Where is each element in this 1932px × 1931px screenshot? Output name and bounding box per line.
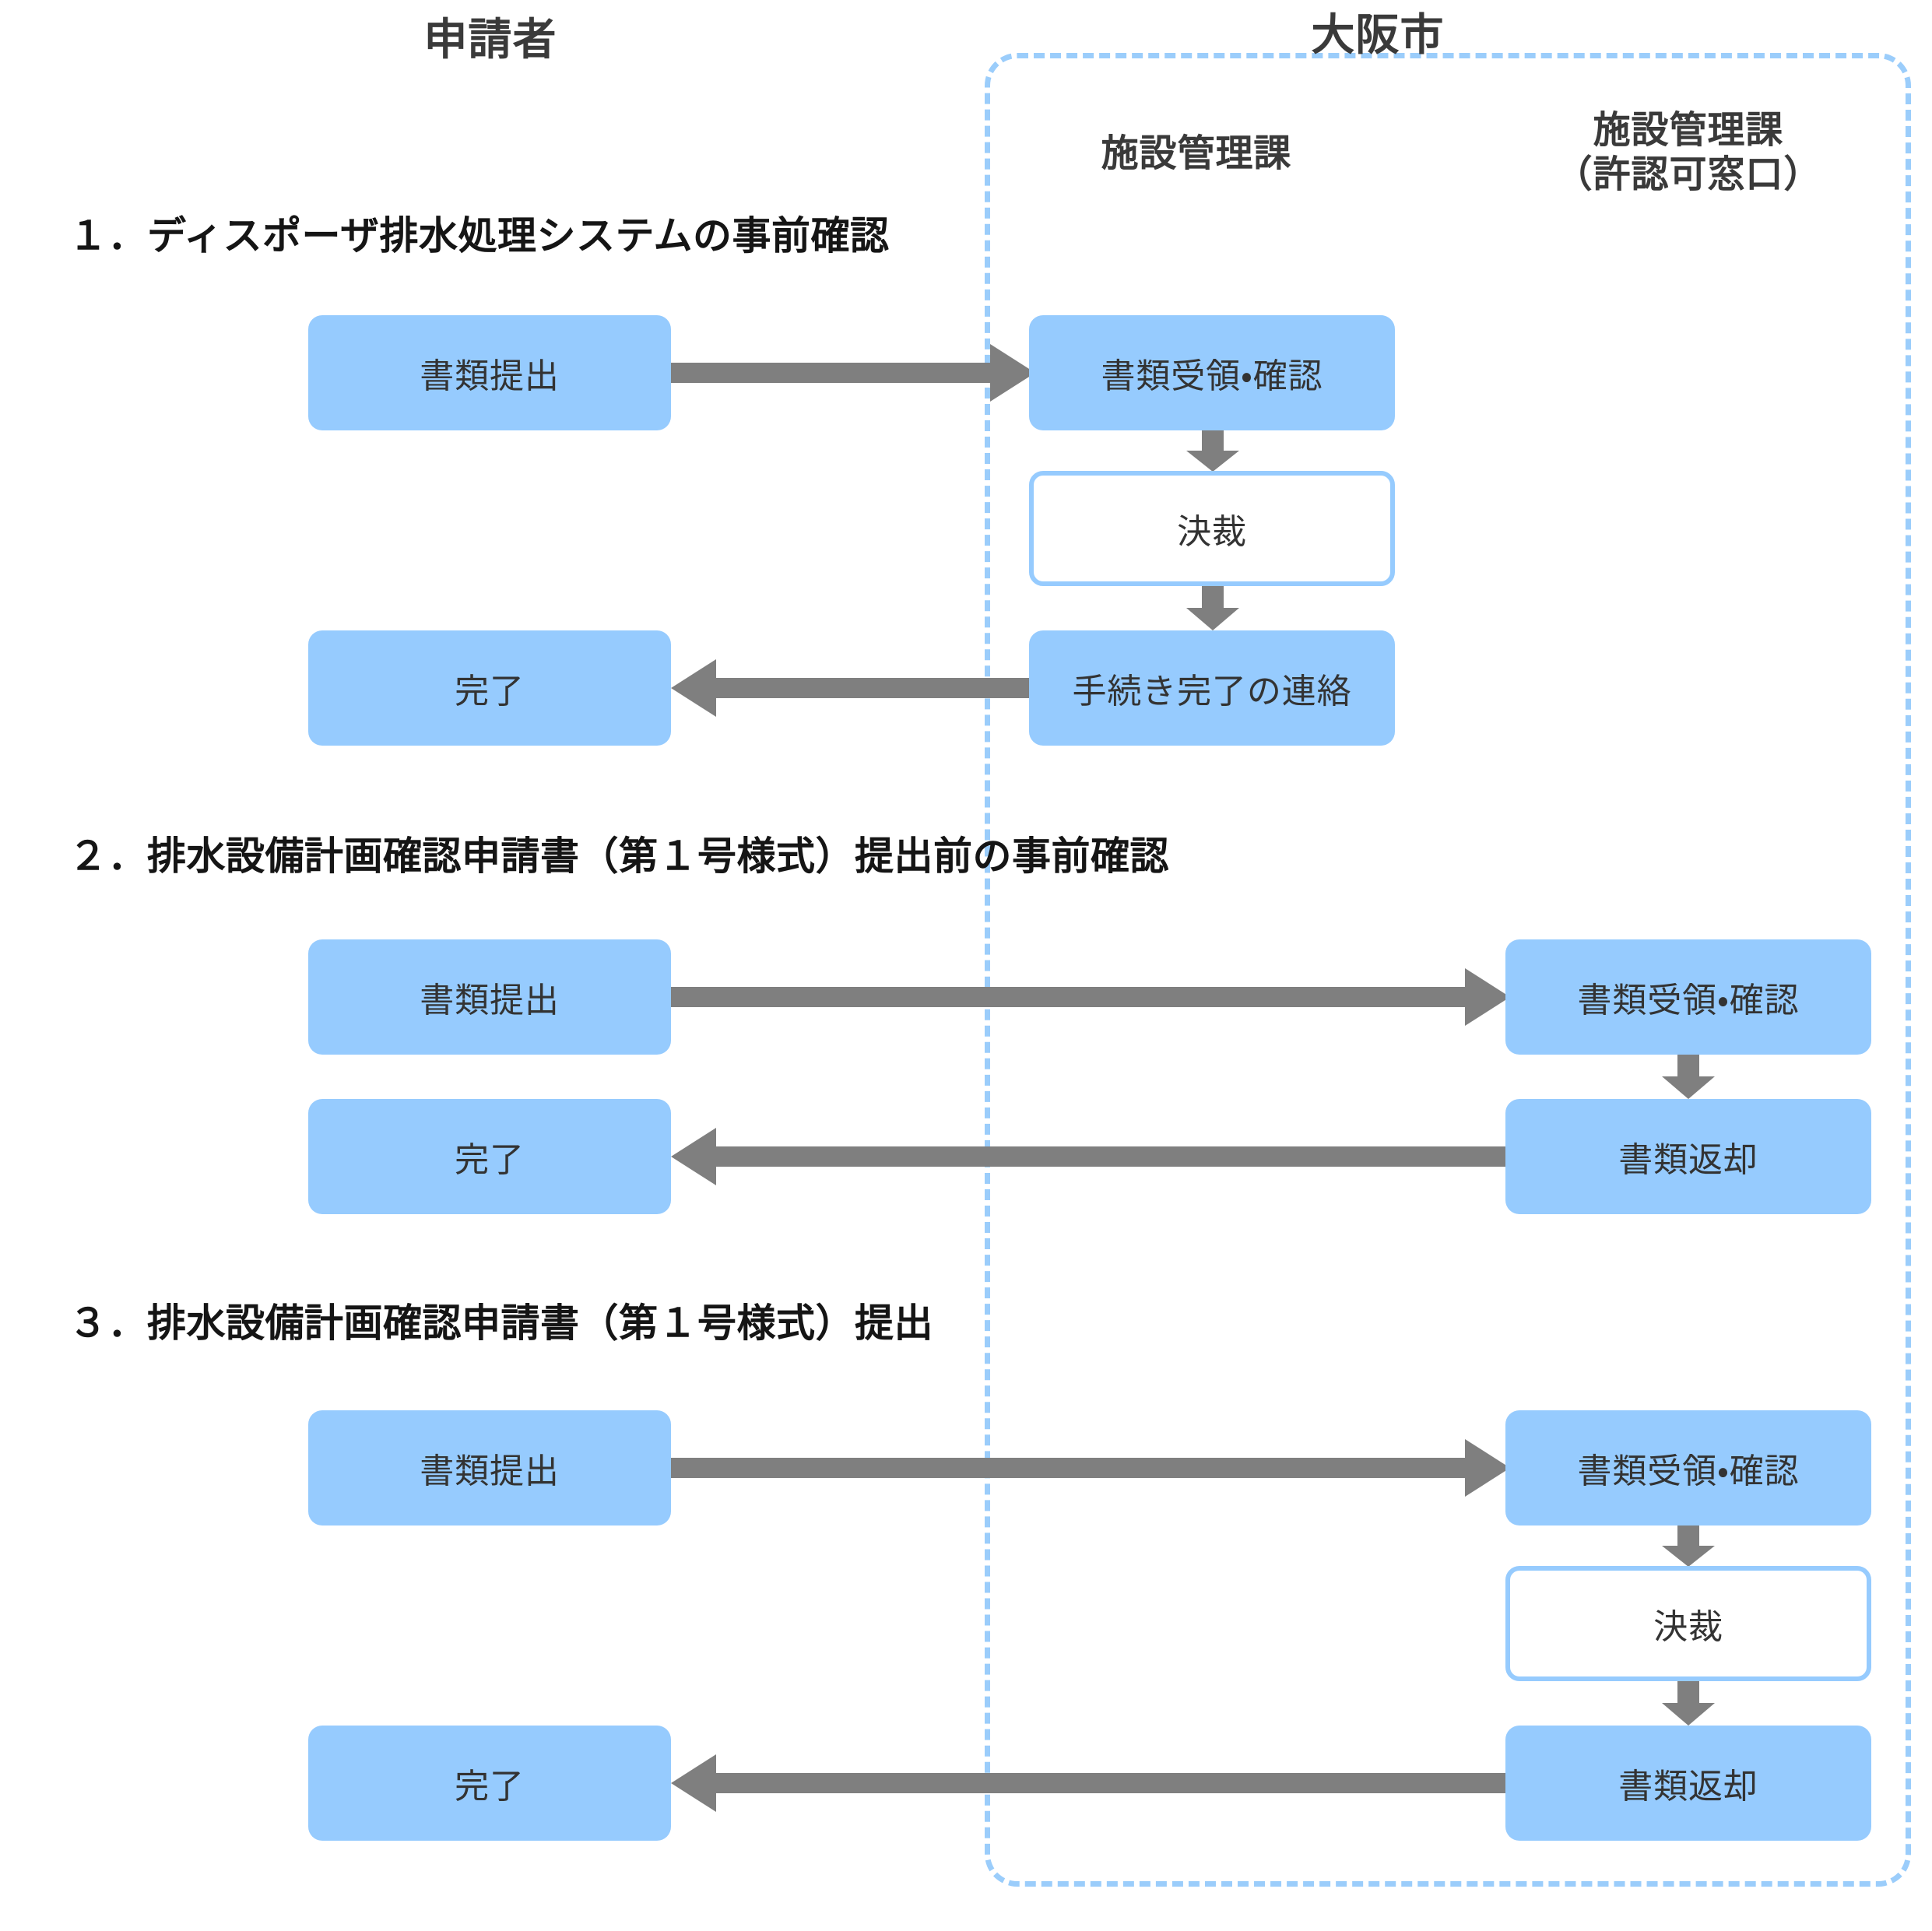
node-s3-dept-receive: 書類受領・確認: [1505, 1410, 1871, 1525]
arrow-s2-return-to-done: [671, 1125, 1505, 1188]
arrow-s1-approve-to-notify: [1183, 586, 1242, 631]
node-s2-dept-return: 書類返却: [1505, 1099, 1871, 1214]
arrow-s1-receive-to-approve: [1183, 430, 1242, 472]
node-s2-dept-receive: 書類受領・確認: [1505, 939, 1871, 1055]
column-header-osaka-city: 大阪市: [1311, 10, 1445, 59]
arrow-s1-submit-to-receive: [671, 341, 1037, 405]
column-header-facility-management-permit-desk: 施設管理課 （許認可窓口）: [1554, 110, 1822, 195]
osaka-city-boundary: [985, 53, 1911, 1887]
arrow-s3-approve-to-return: [1659, 1681, 1718, 1726]
arrow-s3-return-to-done: [671, 1751, 1505, 1815]
node-s3-applicant-submit: 書類提出: [308, 1410, 671, 1525]
node-s1-dept-notify-completion: 手続き完了の連絡: [1029, 630, 1395, 746]
node-s3-applicant-done: 完了: [308, 1726, 671, 1841]
arrow-s2-submit-to-receive: [671, 965, 1512, 1029]
column-header-facility-management: 施設管理課: [1101, 133, 1292, 174]
section-heading-3: ３．排水設備計画確認申請書（第１号様式）提出: [68, 1301, 933, 1345]
column-header-applicant: 申請者: [423, 15, 557, 64]
arrow-s2-receive-to-return: [1659, 1055, 1718, 1100]
section-heading-2: ２．排水設備計画確認申請書（第１号様式）提出前の事前確認: [68, 834, 1169, 878]
arrow-s1-notify-to-done: [671, 656, 1029, 720]
section-heading-1: １．ディスポーザ排水処理システムの事前確認: [68, 214, 890, 258]
arrow-s3-submit-to-receive: [671, 1436, 1512, 1500]
node-s1-dept-receive: 書類受領・確認: [1029, 315, 1395, 430]
node-s3-dept-return: 書類返却: [1505, 1726, 1871, 1841]
node-s1-applicant-done: 完了: [308, 630, 671, 746]
node-s1-dept-approve: 決裁: [1029, 471, 1395, 586]
node-s2-applicant-submit: 書類提出: [308, 939, 671, 1055]
node-s3-dept-approve: 決裁: [1505, 1566, 1871, 1681]
node-s2-applicant-done: 完了: [308, 1099, 671, 1214]
arrow-s3-receive-to-approve: [1659, 1525, 1718, 1568]
node-s1-applicant-submit: 書類提出: [308, 315, 671, 430]
